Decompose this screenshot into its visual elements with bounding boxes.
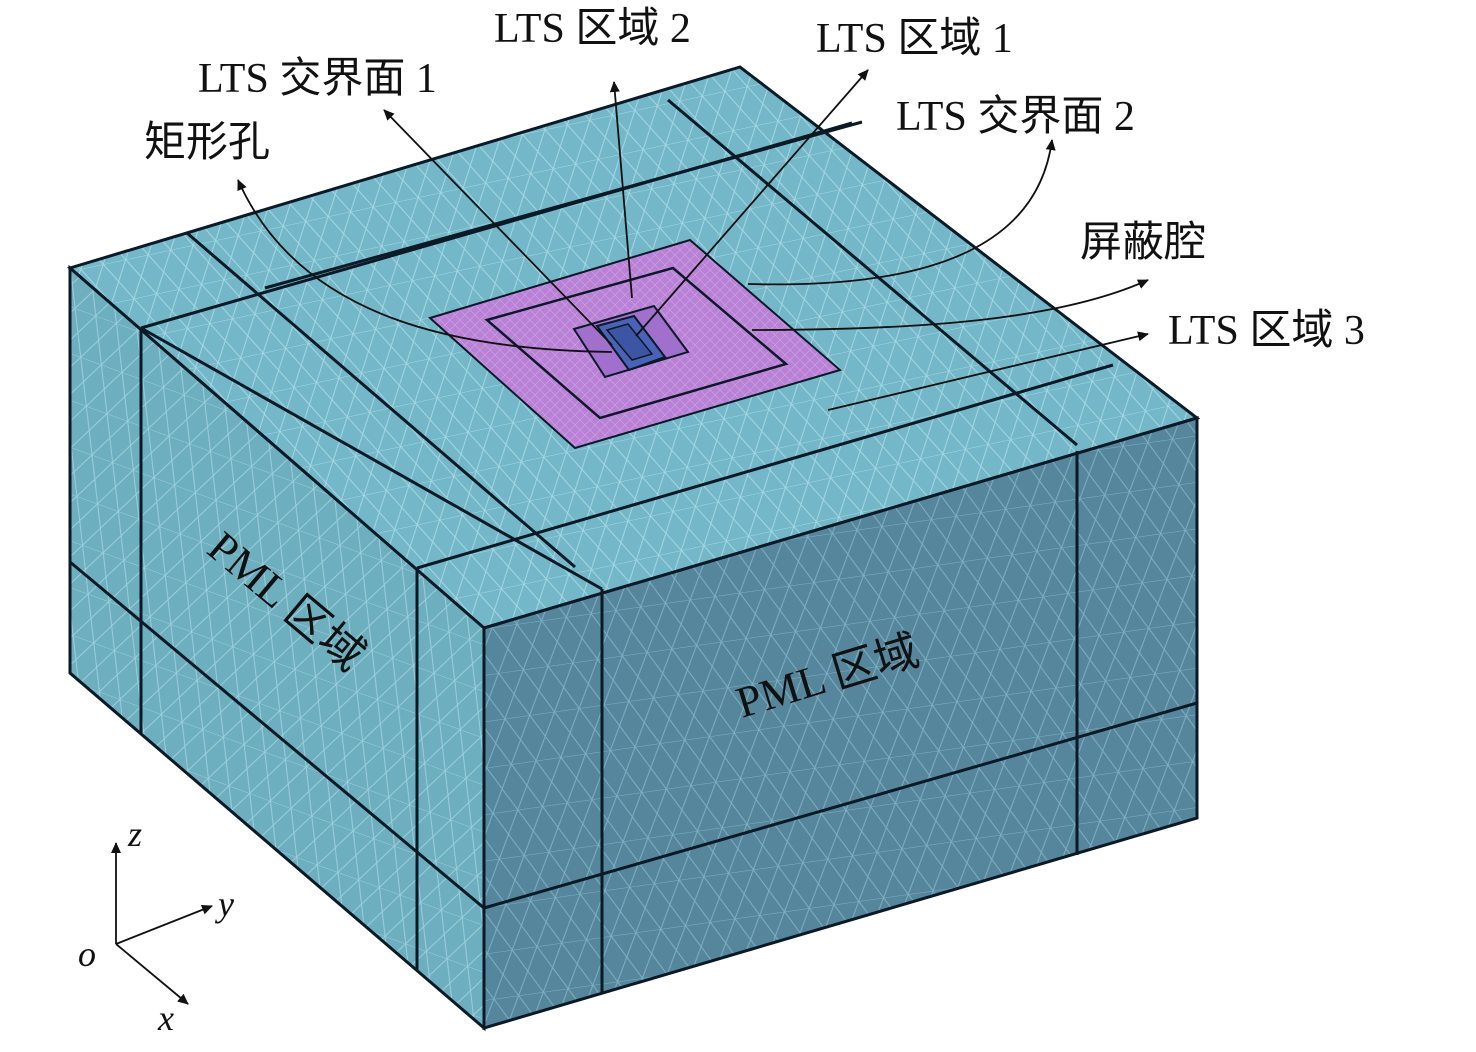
label-region-2: LTS 区域 2: [494, 6, 691, 52]
leader-region-3: [827, 331, 1149, 411]
front-face-boundaries: [483, 451, 1198, 992]
label-interface-1: LTS 交界面 1: [198, 55, 437, 102]
left-face-boundaries: [69, 328, 485, 970]
top-face-boundaries: [140, 98, 1114, 591]
label-rect-hole: 矩形孔: [144, 120, 270, 166]
callout-labels: 矩形孔 LTS 交界面 1 LTS 区域 2 LTS 区域 1 LTS 交界面 …: [144, 6, 1365, 354]
axis-y: [115, 905, 213, 945]
leader-region-1: [635, 69, 869, 337]
axis-label-y: y: [215, 884, 234, 924]
axis-label-x: x: [157, 998, 174, 1038]
leader-region-2: [609, 81, 633, 299]
left-boundary-horizontal: [69, 560, 485, 910]
top-boundary-front: [416, 363, 1114, 570]
coordinate-axes: z y x o: [78, 814, 234, 1038]
label-region-1: LTS 区域 1: [816, 16, 1013, 62]
top-inner-left: [186, 231, 576, 569]
front-boundary-horizontal: [483, 701, 1198, 910]
lts-interface-1-outline: [484, 266, 789, 420]
leader-interface-2: [747, 139, 1056, 286]
box-front-face: [482, 415, 1199, 1031]
axis-x: [115, 943, 189, 1005]
label-region-3: LTS 区域 3: [1168, 308, 1365, 354]
leader-rect-hole: [237, 179, 613, 353]
callout-leaders: [237, 69, 1149, 411]
lts-regions: [428, 238, 843, 450]
leader-interface-1: [383, 109, 613, 346]
axis-label-origin: o: [78, 934, 96, 974]
axis-label-z: z: [127, 814, 142, 854]
top-boundary-left: [140, 326, 603, 591]
label-cavity: 屏蔽腔: [1080, 220, 1206, 266]
label-interface-2: LTS 交界面 2: [896, 93, 1135, 140]
leader-cavity: [751, 279, 1149, 331]
top-inner-back: [264, 120, 863, 290]
rect-hole: [605, 323, 654, 361]
